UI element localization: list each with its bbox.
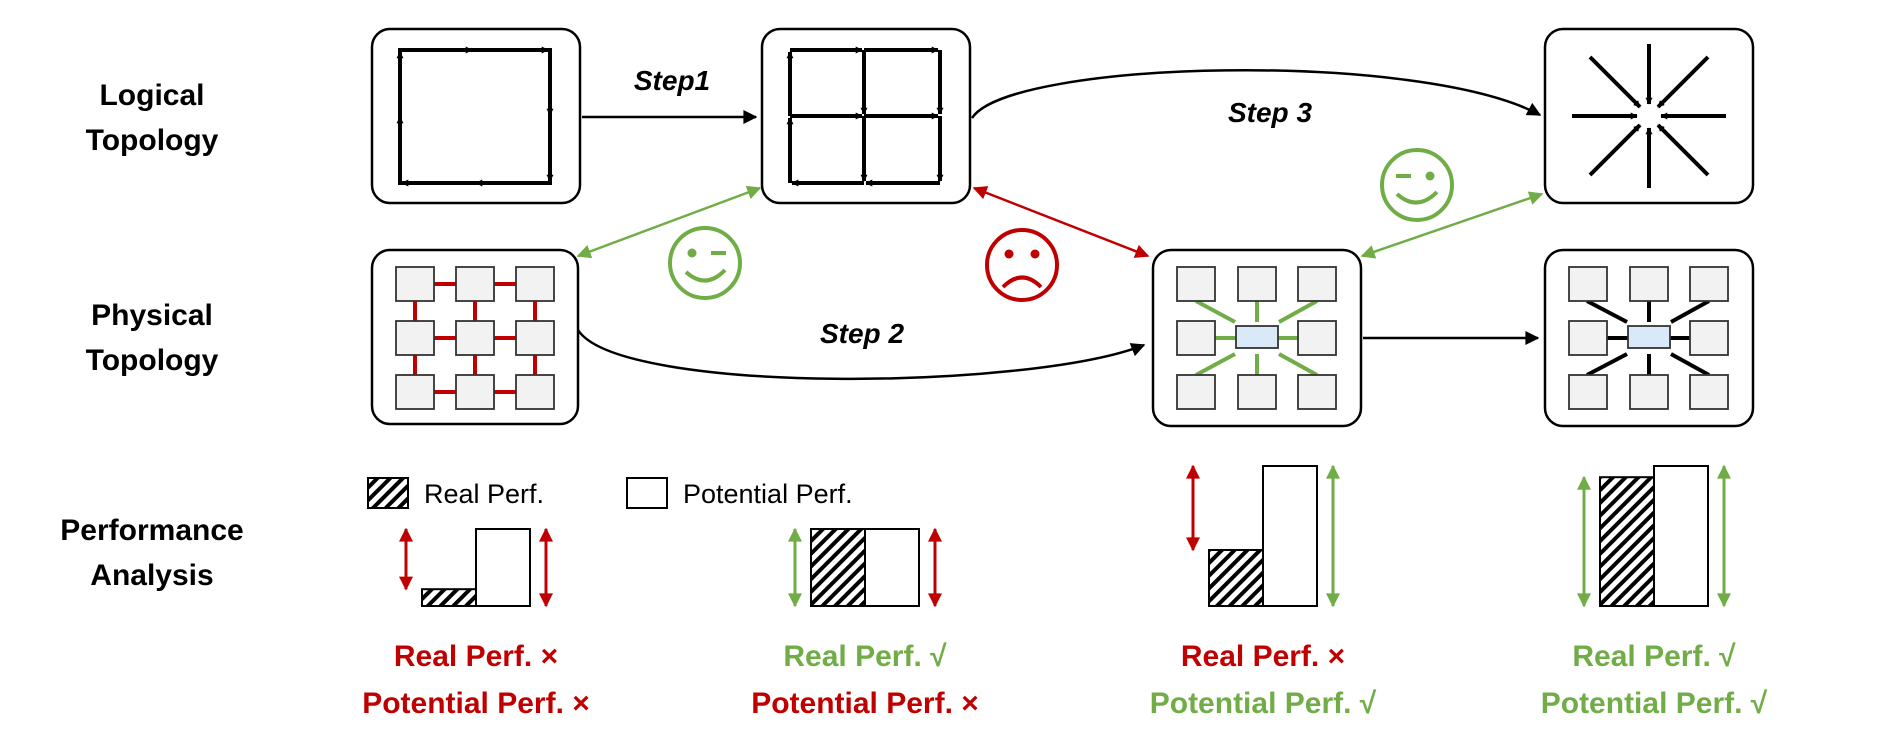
step3-label: Step 3: [1228, 97, 1312, 128]
perf-bar-group-3: [1186, 464, 1340, 608]
real-perf-bar: [1599, 476, 1655, 608]
potential-perf-status: Potential Perf. ×: [751, 687, 979, 720]
logical-grid-topology: [760, 27, 972, 205]
real-perf-status: Real Perf. √: [783, 640, 947, 673]
switch-chip: [1235, 325, 1279, 349]
performance-bars: [399, 464, 1731, 608]
legend-real-label: Real Perf.: [424, 479, 544, 509]
potential-perf-bar: [1653, 465, 1709, 607]
row-label-logical-2: Topology: [86, 124, 219, 157]
frown-face-icon: [985, 228, 1059, 302]
legend: Real Perf. Potential Perf.: [367, 477, 853, 509]
potential-perf-bar: [1262, 465, 1318, 607]
legend-potential-label: Potential Perf.: [683, 479, 853, 509]
perf-bar-group-4: [1577, 464, 1731, 608]
row-label-logical: Logical: [99, 79, 204, 112]
step3-arrow: [970, 69, 1542, 119]
real-perf-status: Real Perf. √: [1572, 640, 1736, 673]
row-label-physical: Physical: [91, 299, 213, 332]
step2-arrow: [576, 329, 1146, 381]
row-label-performance: Performance: [60, 514, 243, 547]
potential-perf-bar: [475, 528, 531, 607]
step2-label: Step 2: [820, 318, 904, 349]
step1-label: Step1: [634, 65, 710, 96]
real-perf-bar: [1208, 549, 1264, 607]
evaluation-labels: Real Perf. × Potential Perf. × Real Perf. …: [362, 640, 1768, 720]
match-arrow-1: [576, 185, 762, 259]
wink-face-icon: [1380, 148, 1454, 222]
potential-perf-bar: [864, 528, 920, 607]
logical-star-topology: [1543, 27, 1755, 205]
match-arrow-2: [1360, 191, 1544, 259]
physical-switch-topology: [1151, 248, 1363, 428]
physical-switch-optimized-topology: [1543, 248, 1755, 428]
logical-ring-topology: [370, 27, 582, 205]
legend-real-swatch: [367, 477, 409, 509]
real-perf-bar: [421, 588, 477, 608]
real-perf-bar: [810, 528, 866, 607]
real-perf-status: Real Perf. ×: [394, 640, 558, 673]
row-label-physical-2: Topology: [86, 344, 219, 377]
switch-chip: [1627, 325, 1671, 349]
mismatch-arrow: [972, 186, 1150, 258]
perf-bar-group-2: [788, 527, 942, 608]
perf-bar-group-1: [399, 527, 553, 608]
legend-potential-swatch: [626, 477, 668, 509]
potential-perf-status: Potential Perf. √: [1541, 687, 1768, 720]
row-label-performance-2: Analysis: [90, 559, 213, 592]
physical-mesh-topology: [370, 248, 580, 426]
real-perf-status: Real Perf. ×: [1181, 640, 1345, 673]
potential-perf-status: Potential Perf. ×: [362, 687, 590, 720]
wink-face-icon: [668, 226, 742, 300]
potential-perf-status: Potential Perf. √: [1150, 687, 1377, 720]
